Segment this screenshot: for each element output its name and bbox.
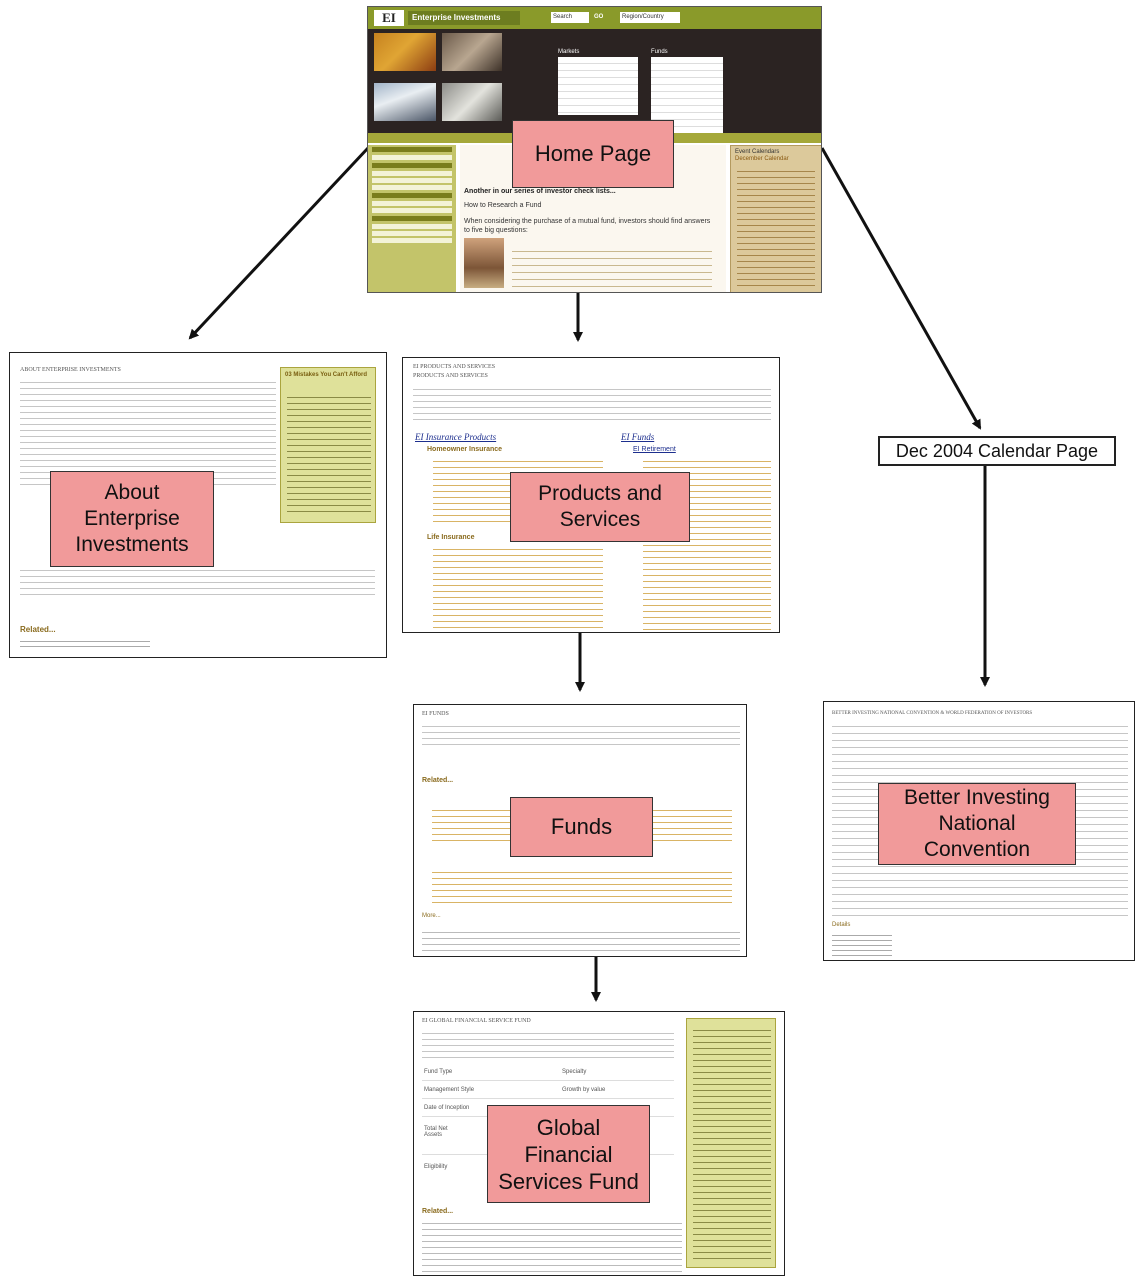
products-col1-item1: Homeowner Insurance — [427, 446, 503, 453]
hero-photo-2 — [442, 33, 502, 71]
markets-table — [558, 57, 638, 115]
label-convention-text: Better Investing National Convention — [904, 786, 1050, 861]
fund-table-key: Eligibility — [424, 1164, 448, 1170]
fund-table-value: Specialty — [562, 1069, 587, 1075]
article-subtitle: How to Research a Fund — [464, 202, 542, 209]
label-products-text: Products and Services — [538, 482, 662, 531]
funds-heading: EI FUNDS — [422, 711, 449, 717]
fund-table-key: Management Style — [424, 1087, 475, 1093]
article-body: When considering the purchase of a mutua… — [464, 218, 711, 234]
label-about-text: About Enterprise Investments — [75, 481, 189, 556]
fund-table-value: Growth by value — [562, 1087, 606, 1093]
fund-table-row: Management Style Growth by value — [422, 1082, 674, 1099]
about-sidebar-title: 03 Mistakes You Can't Afford — [285, 372, 367, 378]
funds-related: Related... — [422, 777, 454, 784]
fund-table-row: Fund Type Specialty — [422, 1064, 674, 1081]
label-about: About Enterprise Investments — [50, 471, 214, 567]
calendar-page-callout-text: Dec 2004 Calendar Page — [895, 440, 1099, 461]
label-home-page: Home Page — [512, 120, 674, 188]
events-title: Event Calendars — [735, 149, 780, 155]
family-photo — [464, 238, 504, 288]
about-heading: ABOUT ENTERPRISE INVESTMENTS — [20, 367, 121, 373]
fund-table-row: Eligibility — [422, 1156, 674, 1178]
fund-table-key: Date of Inception — [424, 1105, 470, 1111]
products-col2-item1: EI Retirement — [633, 446, 676, 453]
label-global-fund-text: Global Financial Services Fund — [498, 1114, 639, 1194]
products-heading-1: EI PRODUCTS AND SERVICES — [413, 364, 496, 370]
brand-name: Enterprise Investments — [408, 11, 520, 25]
hero-photo-1 — [374, 33, 436, 71]
home-header: EI Enterprise Investments Search GO Regi… — [368, 7, 821, 29]
home-hero: Markets Funds — [368, 29, 821, 137]
about-sidebar: 03 Mistakes You Can't Afford — [280, 367, 376, 523]
funds-title: Funds — [651, 49, 668, 55]
article-title: Another in our series of investor check … — [464, 188, 616, 195]
fund-table-key: Total Net Assets — [424, 1126, 448, 1138]
logo: EI — [374, 10, 404, 26]
region-select[interactable]: Region/Country — [620, 12, 680, 23]
arrow-home-to-about — [188, 146, 370, 340]
products-col2-title: EI Funds — [621, 432, 655, 442]
events-subtitle: December Calendar — [735, 156, 789, 162]
markets-title: Markets — [558, 49, 580, 55]
label-global-fund: Global Financial Services Fund — [487, 1105, 650, 1203]
home-left-nav — [368, 145, 456, 292]
hero-photo-3 — [374, 83, 436, 121]
go-button[interactable]: GO — [594, 14, 604, 20]
products-heading-2: PRODUCTS AND SERVICES — [413, 373, 488, 379]
about-related: Related... — [20, 625, 56, 634]
home-right-events: Event Calendars December Calendar — [730, 145, 821, 292]
label-home-page-text: Home Page — [534, 141, 652, 166]
fund-table-key: Fund Type — [424, 1069, 453, 1075]
global-heading: EI GLOBAL FINANCIAL SERVICE FUND — [422, 1018, 531, 1024]
funds-more: More... — [422, 913, 441, 919]
hero-photo-4 — [442, 83, 502, 121]
convention-details: Details — [832, 922, 851, 928]
label-funds-text: Funds — [550, 814, 613, 839]
arrow-home-to-calendar — [820, 147, 982, 430]
convention-heading: BETTER INVESTING NATIONAL CONVENTION & W… — [832, 711, 1033, 716]
global-sidebar — [686, 1018, 776, 1268]
label-convention: Better Investing National Convention — [878, 783, 1076, 865]
products-col1-title: EI Insurance Products — [415, 432, 497, 442]
label-products: Products and Services — [510, 472, 690, 542]
label-funds: Funds — [510, 797, 653, 857]
global-related: Related... — [422, 1208, 454, 1215]
products-col1-item2: Life Insurance — [427, 534, 475, 541]
search-input[interactable]: Search — [551, 12, 589, 23]
calendar-page-callout: Dec 2004 Calendar Page — [878, 436, 1116, 466]
